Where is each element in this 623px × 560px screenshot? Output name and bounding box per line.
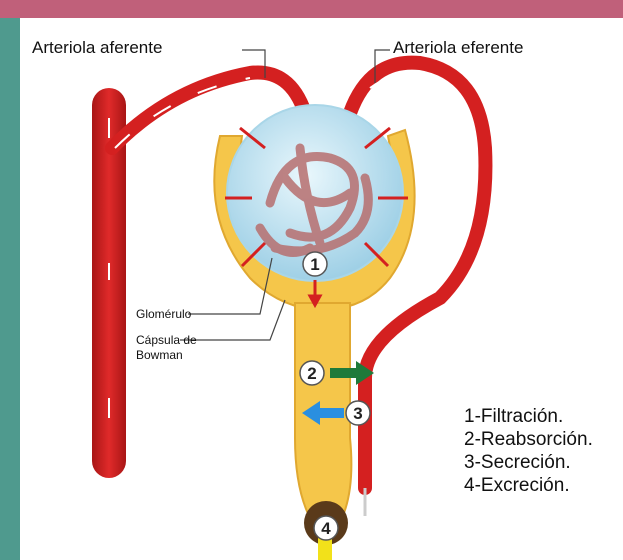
marker-1: 1 — [302, 251, 328, 277]
excretion-stream — [318, 538, 332, 560]
efferent-arteriole-label: Arteriola eferente — [393, 38, 524, 57]
capsule-label-line1: Cápsula de — [136, 333, 197, 347]
left-color-bar — [0, 18, 20, 560]
marker-4: 4 — [313, 515, 339, 541]
afferent-arteriole-label: Arteriola aferente — [32, 38, 163, 57]
filtration-arrows — [225, 126, 408, 309]
efferent-arteriole — [343, 55, 493, 495]
afferent-arteriole — [105, 65, 312, 155]
glomerulus-capillaries — [255, 143, 373, 257]
marker-4-text: 4 — [321, 519, 331, 538]
reabsorption-arrow — [330, 361, 374, 385]
legend-item-secretion: 3-Secreción. — [464, 452, 571, 473]
legend-item-reabsorption: 2-Reabsorción. — [464, 429, 593, 450]
nephron-diagram: 1 2 3 4 Arteriola aferente A — [20, 18, 623, 560]
marker-2-text: 2 — [307, 364, 316, 383]
arteriole-highlight — [114, 77, 251, 149]
marker-3: 3 — [345, 400, 371, 426]
top-color-bar — [0, 0, 623, 18]
nephron-illustration: 1 2 3 4 — [92, 49, 493, 560]
marker-1-text: 1 — [310, 255, 319, 274]
arteriole-highlight — [459, 137, 474, 239]
marker-3-text: 3 — [353, 404, 362, 423]
arteriole-highlight — [369, 72, 421, 89]
legend-item-filtration: 1-Filtración. — [464, 406, 564, 427]
left-blood-vessel — [92, 88, 126, 478]
capsule-label-line2: Bowman — [136, 348, 183, 362]
secretion-arrow — [302, 401, 344, 425]
marker-2: 2 — [299, 360, 325, 386]
glomerulus-label: Glomérulo — [136, 307, 192, 321]
legend-item-excretion: 4-Excreción. — [464, 475, 570, 496]
leader-lines — [180, 49, 390, 341]
legend: 1-Filtración. 2-Reabsorción. 3-Secreción… — [464, 405, 593, 497]
